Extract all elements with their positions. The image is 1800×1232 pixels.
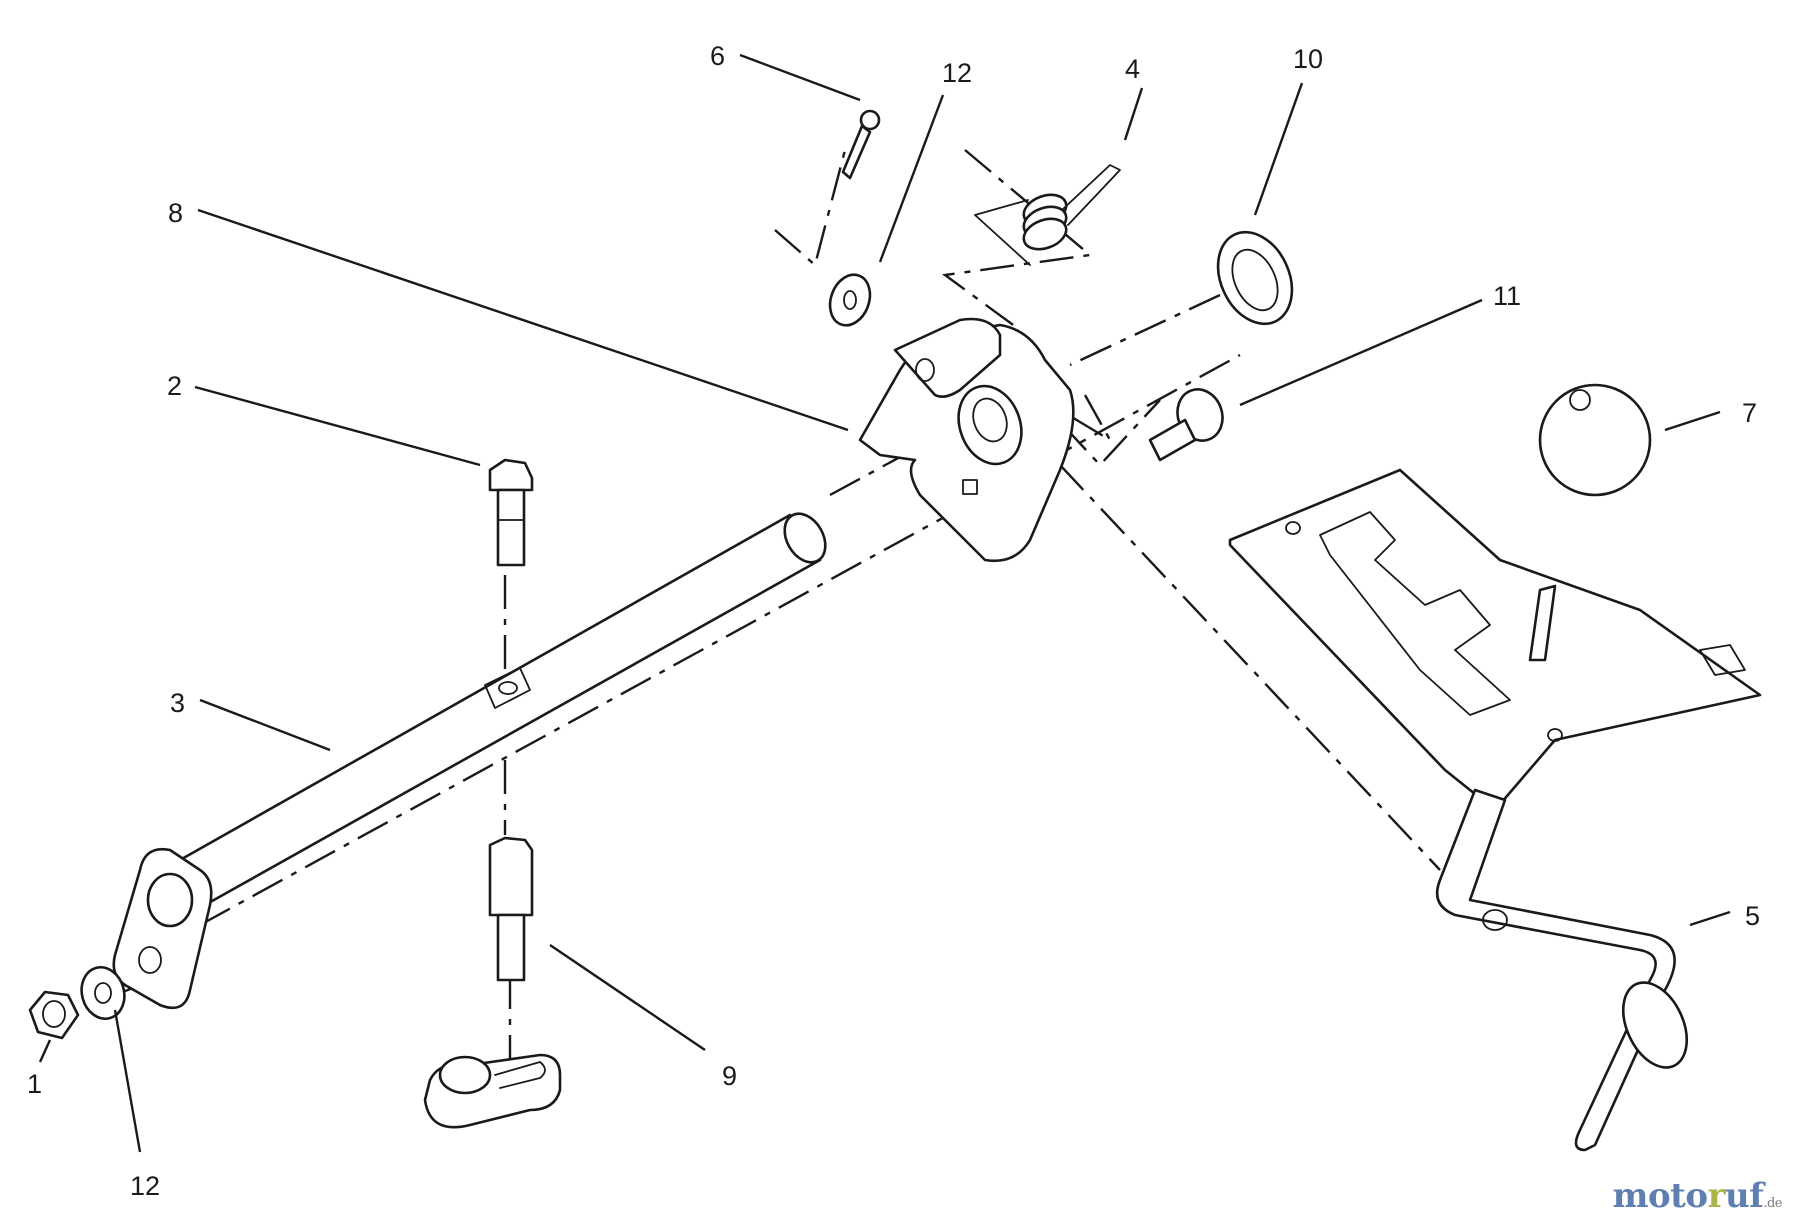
flat-washer-outer (1216, 230, 1294, 326)
callout-12-lower: 12 (130, 1171, 160, 1201)
leader-12-upper (878, 94, 945, 263)
bracket-bore-inner (972, 397, 1008, 443)
leader-5 (1689, 910, 1731, 927)
spring-zigzag-line (941, 149, 1093, 347)
washer-lower-hole (94, 982, 112, 1004)
shaft-tube-hole-boss (484, 667, 531, 709)
callout-2: 2 (167, 371, 182, 401)
shift-knob-bore (1569, 389, 1591, 411)
leader-8 (197, 208, 849, 432)
shaft-tube-part (112, 512, 827, 1010)
shift-plate-tab-slot (1699, 644, 1746, 676)
shift-knob-part (1528, 383, 1652, 662)
shaft-tube-end (783, 512, 827, 564)
leader-4 (1123, 87, 1144, 141)
shift-plate-hole-1 (1285, 521, 1301, 535)
callout-1: 1 (27, 1069, 42, 1099)
washer-upper-part (828, 273, 872, 327)
leader-7 (1664, 410, 1721, 432)
leader-10 (1253, 82, 1304, 216)
flat-washer-part (1216, 230, 1294, 326)
flat-washer-hole (1231, 248, 1279, 312)
washer-axis-line (1069, 293, 1221, 367)
clevis-pin-head (859, 109, 881, 131)
shift-knob-stud (1528, 584, 1557, 662)
lock-nut-hex (28, 990, 80, 1040)
hex-bolt-part (488, 458, 534, 567)
clevis-slot (494, 1061, 546, 1089)
leader-12-lower (113, 1009, 142, 1153)
leader-6 (739, 53, 861, 102)
bracket-part (858, 317, 1075, 563)
shift-plate-body (1228, 468, 1762, 812)
callout-11: 11 (1493, 281, 1521, 311)
callout-9: 9 (722, 1061, 737, 1091)
clevis-boss (438, 1055, 492, 1095)
pin-zigzag-line (774, 149, 847, 268)
carriage-screw-shank (1148, 418, 1197, 462)
callout-6: 6 (710, 41, 725, 71)
leader-lines (38, 53, 1731, 1153)
leader-2 (194, 385, 481, 467)
shift-plate-hole-2 (1547, 728, 1563, 742)
leader-11 (1239, 298, 1483, 407)
callout-5: 5 (1745, 901, 1760, 931)
shaft-tube-hole (498, 681, 518, 695)
leader-1 (38, 1039, 52, 1063)
callout-8: 8 (168, 198, 183, 228)
shaft-end-plate-hole (138, 946, 162, 974)
bracket-square-hole (962, 479, 978, 495)
clevis-pin-part (841, 109, 881, 180)
torsion-spring-part (974, 164, 1121, 266)
spring-coil-3 (1022, 217, 1068, 251)
watermark-tld: .de (1763, 1196, 1782, 1211)
leader-9 (549, 944, 706, 1051)
shift-plate-part (1228, 468, 1762, 812)
washer-upper-outer (828, 273, 872, 327)
shaft-end-plate (112, 847, 213, 1010)
lever-axis-line (1059, 464, 1441, 871)
watermark-brand-accent: r (1707, 1176, 1726, 1216)
watermark-brand-rest: uf (1724, 1176, 1764, 1216)
washer-lower-part (80, 966, 126, 1020)
washer-lower-outer (80, 966, 126, 1020)
hex-bolt-shank (496, 488, 526, 567)
hex-spacer-stud (496, 913, 526, 982)
shaft-axis-line (199, 353, 1241, 927)
motoruf-watermark-logo: motoruf.de (1612, 1176, 1783, 1216)
lock-nut-part (28, 990, 80, 1040)
bracket-bore (957, 384, 1023, 466)
callout-10: 10 (1293, 44, 1323, 74)
carriage-screw-part (1148, 388, 1224, 462)
spring-leg-right (1061, 164, 1121, 226)
clevis-pin-shank (841, 124, 872, 180)
clevis-part (423, 1053, 562, 1129)
shaft-end-boss (146, 872, 194, 928)
callout-7: 7 (1742, 398, 1757, 428)
leader-3 (199, 698, 331, 752)
callout-4: 4 (1125, 54, 1140, 84)
bracket-ear (893, 317, 1002, 398)
callout-12-upper: 12 (942, 58, 972, 88)
hex-spacer-body (488, 836, 534, 917)
shift-knob-ball (1538, 383, 1652, 497)
lock-nut-bore (42, 1000, 66, 1028)
shift-lever-rod-part (1435, 788, 1689, 1152)
bracket-ear-hole (915, 358, 935, 382)
watermark-brand-main: moto (1612, 1176, 1709, 1216)
callout-3: 3 (170, 688, 185, 718)
washer-upper-hole (843, 290, 857, 310)
shift-lever-boss (1482, 909, 1508, 931)
shift-plate-gate-slot (1319, 511, 1511, 716)
spring-leg-left (974, 199, 1031, 266)
hex-spacer-part (488, 836, 534, 982)
shift-lever-rod (1435, 788, 1676, 1152)
shift-lever-roller (1621, 981, 1689, 1069)
hex-bolt-head (488, 458, 534, 492)
callout-numbers: 1 2 3 4 5 6 7 8 9 10 11 12 12 (27, 41, 1760, 1201)
